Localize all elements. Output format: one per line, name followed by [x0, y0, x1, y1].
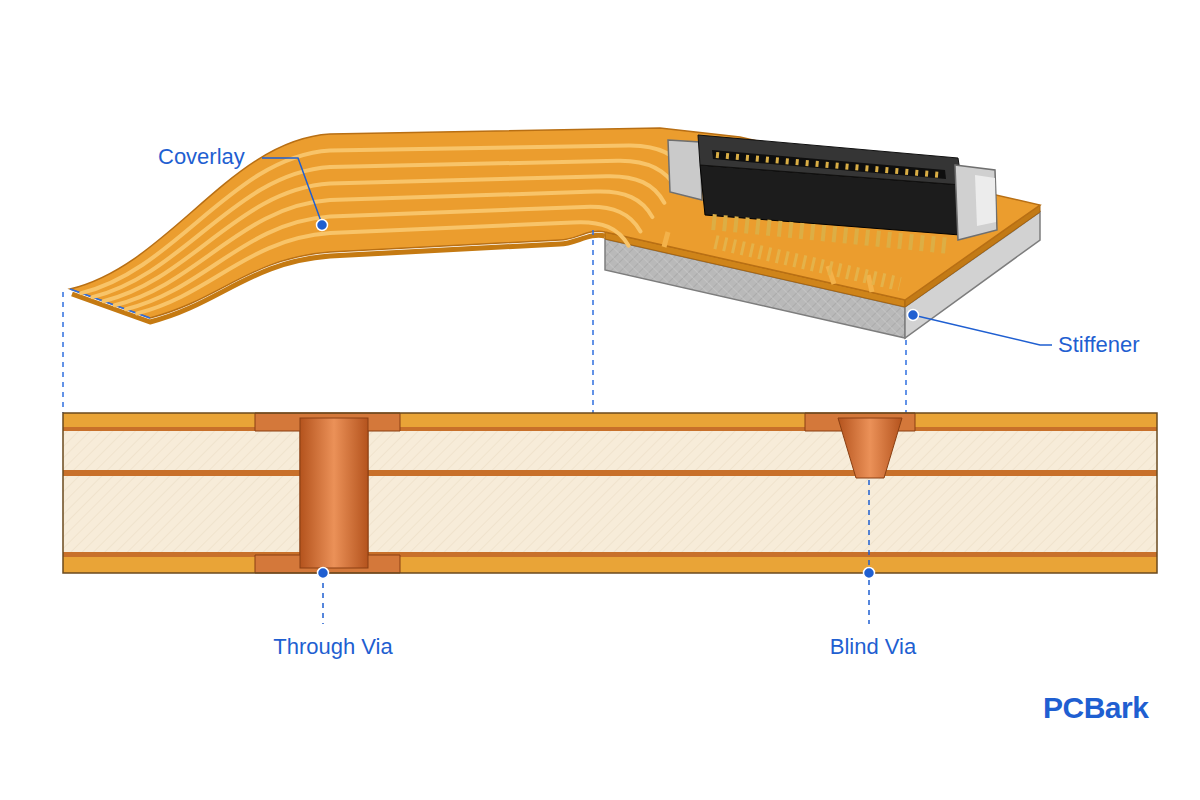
leader-dot: [908, 310, 919, 321]
trace-group: [81, 145, 688, 313]
top-copper-layer: [63, 427, 1157, 431]
blind-via-cone: [838, 418, 902, 478]
trace: [137, 222, 628, 313]
leader-line: [868, 480, 870, 624]
cross-section-outline: [63, 413, 1157, 573]
through-via-pads: [255, 413, 400, 573]
dielectric: [63, 413, 1157, 573]
connector-top: [698, 135, 962, 185]
callout-label: Through Via: [273, 634, 392, 660]
solder-pads: [715, 242, 900, 284]
top-coverlay-layer: [63, 413, 1157, 427]
projection-line: [62, 292, 64, 413]
projection-lines: [63, 230, 906, 413]
connector-cap: [668, 140, 702, 200]
leader-dot: [318, 568, 329, 579]
connector-contacts: [716, 155, 942, 175]
leader-dot: [317, 220, 328, 231]
leader-lines: [262, 158, 1052, 624]
connector-cap-highlight: [975, 175, 996, 226]
callout-label: Blind Via: [830, 634, 916, 660]
logo-wordmark: PCBark: [1043, 690, 1148, 726]
connector-pins: [712, 222, 950, 246]
leader-dot: [864, 568, 875, 579]
leader-line: [262, 158, 322, 224]
projection-line: [905, 340, 907, 413]
flex-top-surface: [70, 128, 1040, 318]
leader-line: [913, 315, 1052, 345]
bottom-copper-layer: [63, 552, 1157, 557]
pad-traces: [664, 232, 872, 292]
callout-label: Coverlay: [158, 144, 245, 170]
bottom-coverlay-layer: [63, 557, 1157, 573]
connector-cap: [955, 165, 997, 240]
projection-line: [592, 230, 594, 413]
pad-trace: [868, 275, 872, 292]
leader-line: [322, 573, 324, 624]
pad-trace: [664, 232, 668, 247]
through-via-barrel: [300, 418, 368, 568]
leader-dots: [317, 220, 919, 579]
callout-label: Stiffener: [1058, 332, 1140, 358]
connector-slot: [712, 150, 946, 179]
inner-copper-layer: [63, 470, 1157, 476]
